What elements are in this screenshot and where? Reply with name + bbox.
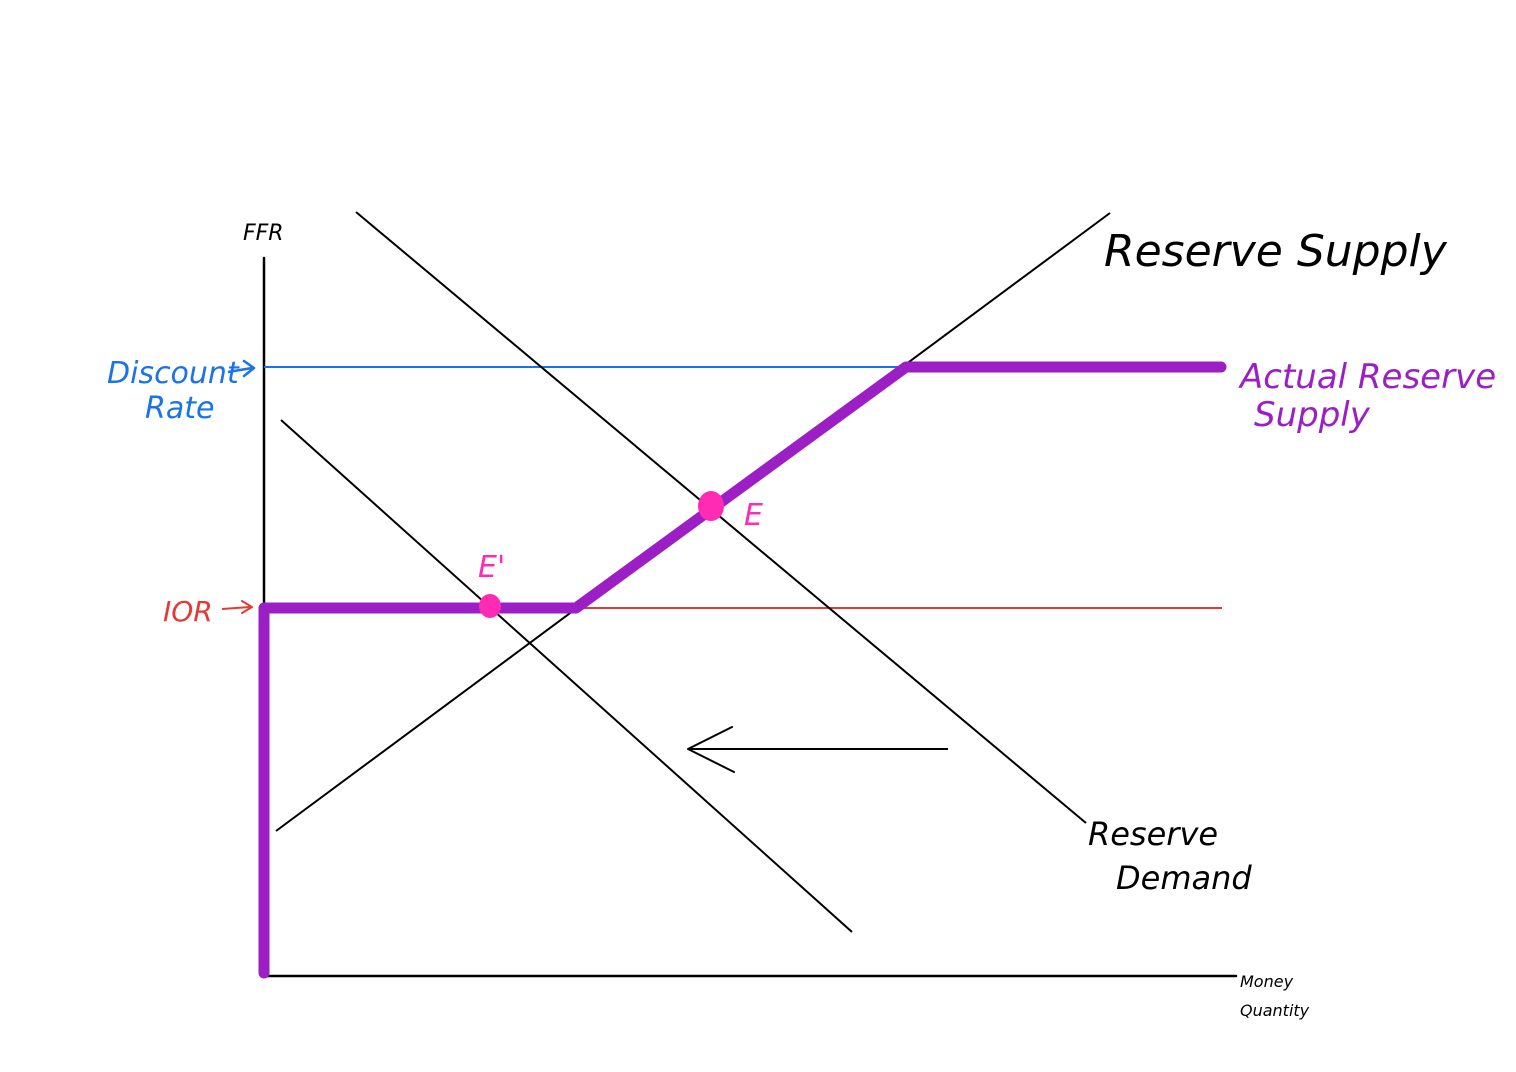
y-axis-label: FFR	[243, 221, 284, 246]
ior-label: IOR	[163, 595, 213, 628]
shifted-reserve-demand-curve	[280, 419, 853, 933]
x-axis-label-line2: Quantity	[1240, 1001, 1310, 1020]
ior-arrow-icon	[221, 600, 253, 614]
equilibrium-label-e: E	[744, 498, 763, 533]
x-axis-label-line1: Money	[1240, 972, 1294, 991]
reserve-supply-label: Reserve Supply	[1104, 226, 1448, 277]
demand-shift-arrow-icon	[687, 726, 948, 773]
reserve-demand-label-line1: Reserve	[1088, 815, 1218, 853]
discount-rate-label-line2: Rate	[145, 391, 214, 426]
equilibrium-point-e-prime	[479, 594, 501, 618]
actual-reserve-supply-label-line1: Actual Reserve	[1238, 357, 1496, 397]
reserve-demand-label-line2: Demand	[1116, 859, 1252, 897]
reserve-demand-curve	[355, 211, 1087, 824]
actual-reserve-supply-curve	[258, 361, 1227, 979]
actual-reserve-supply-label-line2: Supply	[1254, 395, 1371, 435]
discount-rate-arrow-icon	[227, 359, 256, 378]
discount-rate-label-line1: Discount	[107, 356, 240, 391]
equilibrium-point-e	[698, 491, 724, 521]
equilibrium-label-e-prime: E'	[478, 550, 505, 585]
